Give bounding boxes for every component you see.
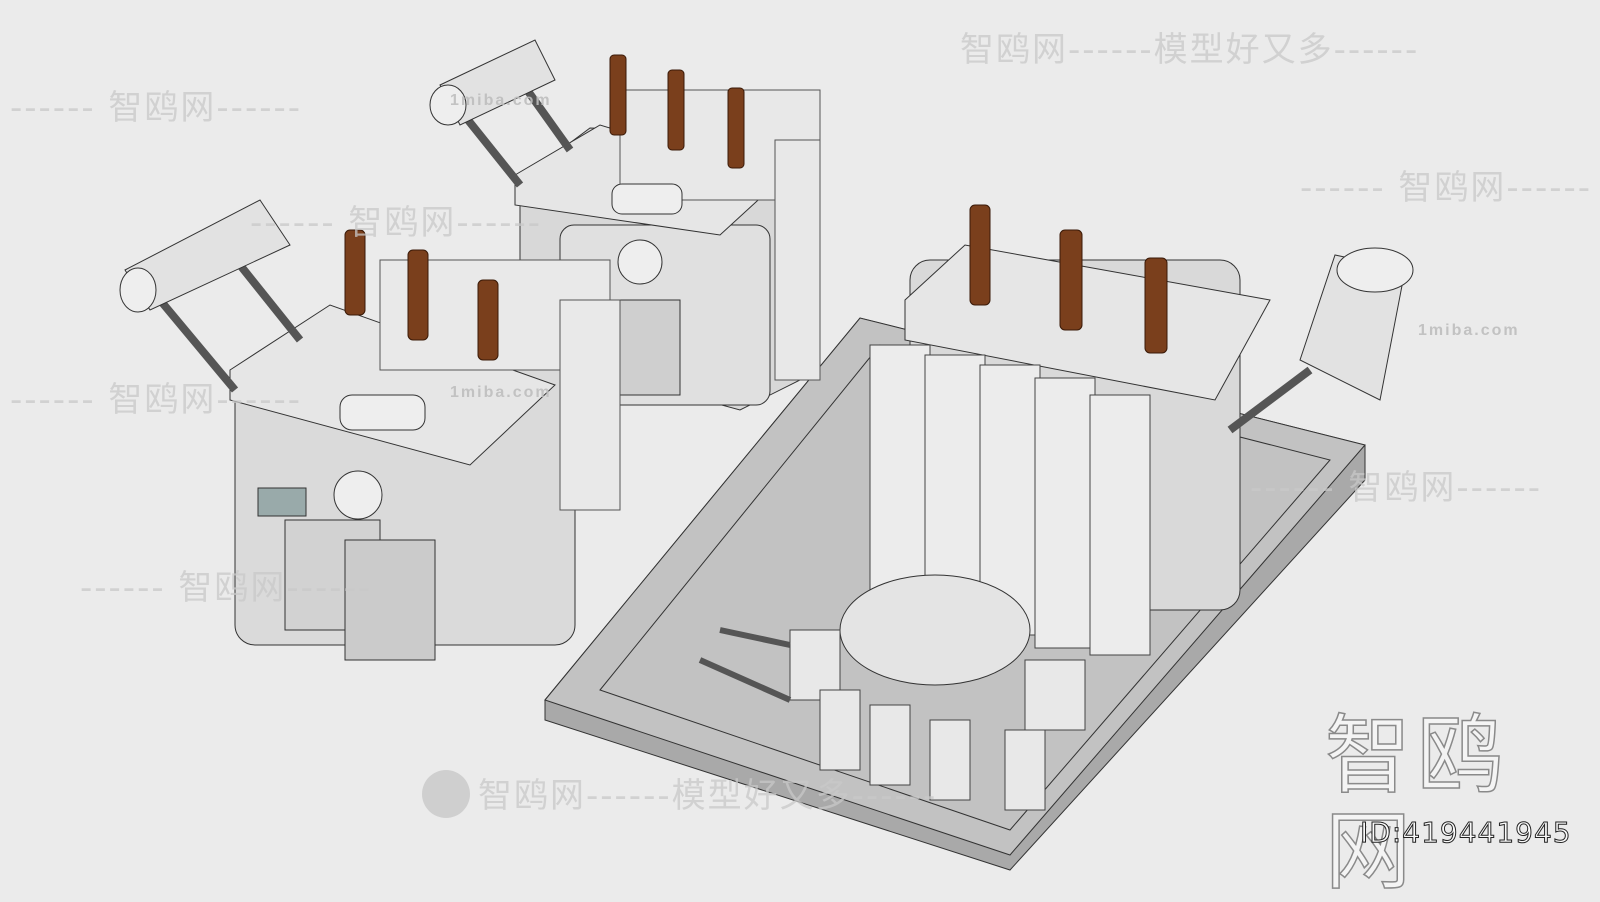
watermark-site-3: 1miba.com bbox=[450, 384, 552, 401]
watermark-slogan-top: 智鸥网------模型好又多------ bbox=[960, 30, 1420, 70]
bird-logo-icon bbox=[422, 770, 470, 818]
watermark-brand-left: ------ 智鸥网------ bbox=[10, 88, 303, 128]
model-id: ID:419441945 bbox=[1360, 816, 1572, 850]
bushing-insulators bbox=[969, 204, 1168, 354]
on-load-tap-changer bbox=[698, 574, 1086, 811]
radiator bbox=[619, 89, 821, 381]
bushing-insulators bbox=[609, 54, 745, 169]
watermark-brand-right-2: ------ 智鸥网------ bbox=[1250, 468, 1543, 508]
bushing-insulators bbox=[344, 229, 499, 361]
conservator-tank bbox=[1227, 247, 1414, 434]
brand-logo: 智鸥网 bbox=[1324, 706, 1509, 902]
watermark-brand-left-3: ------ 智鸥网------ bbox=[80, 568, 373, 608]
transformer-back-left bbox=[429, 39, 821, 411]
radiator bbox=[869, 344, 1151, 656]
transformer-front-left bbox=[119, 199, 621, 661]
watermark-site-2: 1miba.com bbox=[1418, 322, 1520, 339]
watermark-slogan-bottom: 智鸥网------模型好又多------ bbox=[478, 776, 938, 816]
conservator-tank bbox=[429, 39, 574, 188]
watermark-site-1: 1miba.com bbox=[450, 92, 552, 109]
watermark-brand-mid: ------ 智鸥网------ bbox=[250, 203, 543, 243]
watermark-brand-left-2: ------ 智鸥网------ bbox=[10, 380, 303, 420]
conservator-tank bbox=[119, 199, 304, 393]
watermark-brand-right: ------ 智鸥网------ bbox=[1300, 168, 1593, 208]
transformer-right bbox=[698, 204, 1414, 811]
